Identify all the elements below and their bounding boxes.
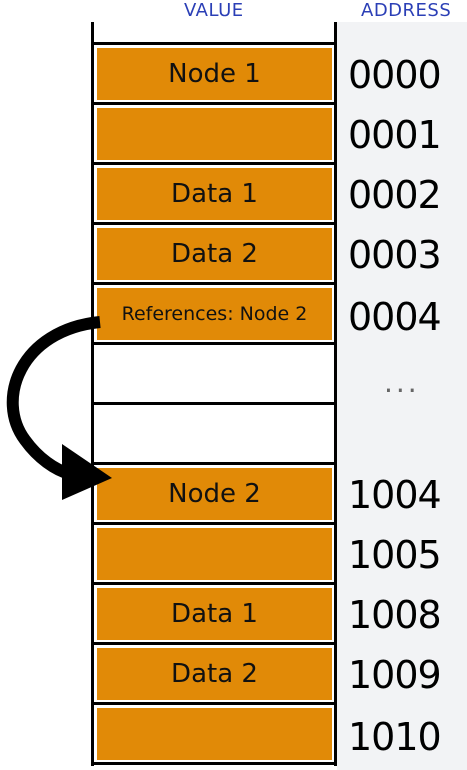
memory-cell-empty [97, 708, 332, 760]
address-label: 0003 [348, 233, 442, 277]
address-label: 1009 [348, 653, 442, 697]
address-ellipsis: ... [384, 366, 420, 399]
memory-right-border [334, 22, 337, 766]
address-label: 1010 [348, 715, 442, 759]
address-label: 0002 [348, 173, 442, 217]
row-divider [91, 102, 337, 105]
row-divider [91, 162, 337, 165]
row-divider [91, 522, 337, 525]
value-header: VALUE [184, 0, 244, 21]
memory-cell-empty [97, 108, 332, 160]
row-divider [91, 222, 337, 225]
address-label: 0004 [348, 295, 442, 339]
address-column-background [337, 22, 467, 770]
row-divider [91, 762, 337, 765]
memory-cell-data-1: Data 1 [97, 588, 332, 640]
memory-cell-empty [97, 528, 332, 580]
memory-cell-data-1: Data 1 [97, 168, 332, 220]
row-divider [91, 642, 337, 645]
address-label: 1008 [348, 593, 442, 637]
row-divider [91, 42, 337, 45]
memory-cell-node-2: Node 2 [97, 468, 332, 520]
memory-cell-reference: References: Node 2 [97, 288, 332, 340]
row-divider [91, 462, 337, 465]
row-divider [91, 402, 337, 405]
row-divider [91, 582, 337, 585]
memory-left-border [91, 22, 94, 766]
address-header: ADDRESS [361, 0, 452, 21]
address-label: 1004 [348, 473, 442, 517]
row-divider [91, 702, 337, 705]
memory-cell-node-1: Node 1 [97, 48, 332, 100]
row-divider [91, 342, 337, 345]
address-label: 0001 [348, 113, 442, 157]
memory-cell-data-2: Data 2 [97, 228, 332, 280]
address-label: 1005 [348, 533, 442, 577]
row-divider [91, 282, 337, 285]
address-label: 0000 [348, 53, 442, 97]
memory-cell-data-2: Data 2 [97, 648, 332, 700]
